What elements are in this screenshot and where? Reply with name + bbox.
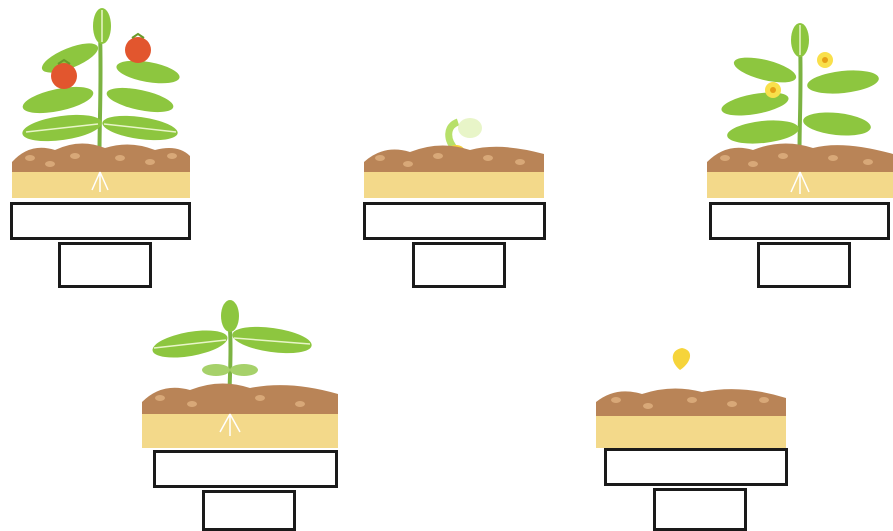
stage-number-box[interactable]	[202, 490, 296, 531]
seed-icon	[673, 348, 690, 370]
stage-name-box[interactable]	[363, 202, 546, 240]
stage-name-box[interactable]	[153, 450, 338, 488]
stage-germinating-seed	[360, 0, 550, 290]
stage-seedling	[140, 300, 350, 531]
stage-number-box[interactable]	[653, 488, 747, 531]
stage-seed	[592, 340, 792, 531]
stage-name-box[interactable]	[709, 202, 890, 240]
stage-fruiting-plant	[0, 0, 200, 290]
stage-name-box[interactable]	[10, 202, 191, 240]
stage-number-box[interactable]	[757, 242, 851, 288]
seed-icon	[458, 118, 482, 138]
stage-number-box[interactable]	[58, 242, 152, 288]
stage-name-box[interactable]	[604, 448, 788, 486]
stage-flowering-plant	[703, 0, 893, 290]
tomato-icon	[125, 37, 151, 63]
tomato-icon	[51, 63, 77, 89]
stage-number-box[interactable]	[412, 242, 506, 288]
